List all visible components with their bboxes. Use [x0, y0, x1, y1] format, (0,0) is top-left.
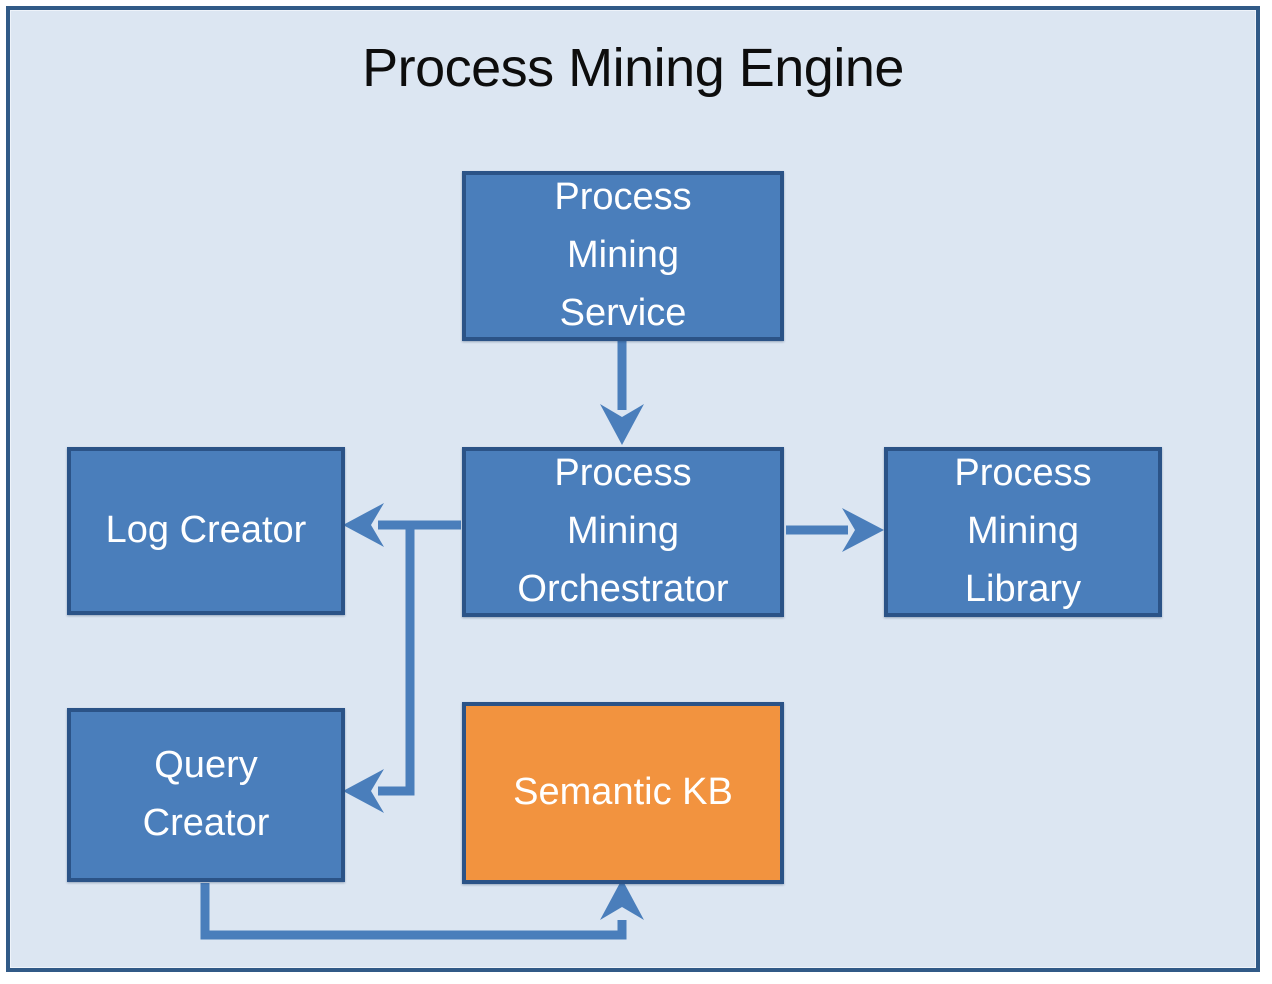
node-label: Log Creator [105, 509, 307, 552]
node-label: Query Creator [142, 744, 270, 844]
node-label: Process Mining Library [954, 452, 1092, 610]
node-log-creator[interactable]: Log Creator [67, 447, 345, 615]
page-title: Process Mining Engine [362, 38, 904, 98]
node-process-mining-service[interactable]: Process Mining Service [462, 171, 784, 341]
node-query-creator[interactable]: Query Creator [67, 708, 345, 882]
node-semantic-kb[interactable]: Semantic KB [462, 702, 784, 884]
node-label: Process Mining Orchestrator [517, 452, 729, 610]
node-process-mining-library[interactable]: Process Mining Library [884, 447, 1162, 617]
node-label: Process Mining Service [554, 176, 692, 334]
node-label: Semantic KB [513, 771, 733, 814]
node-process-mining-orchestrator[interactable]: Process Mining Orchestrator [462, 447, 784, 617]
